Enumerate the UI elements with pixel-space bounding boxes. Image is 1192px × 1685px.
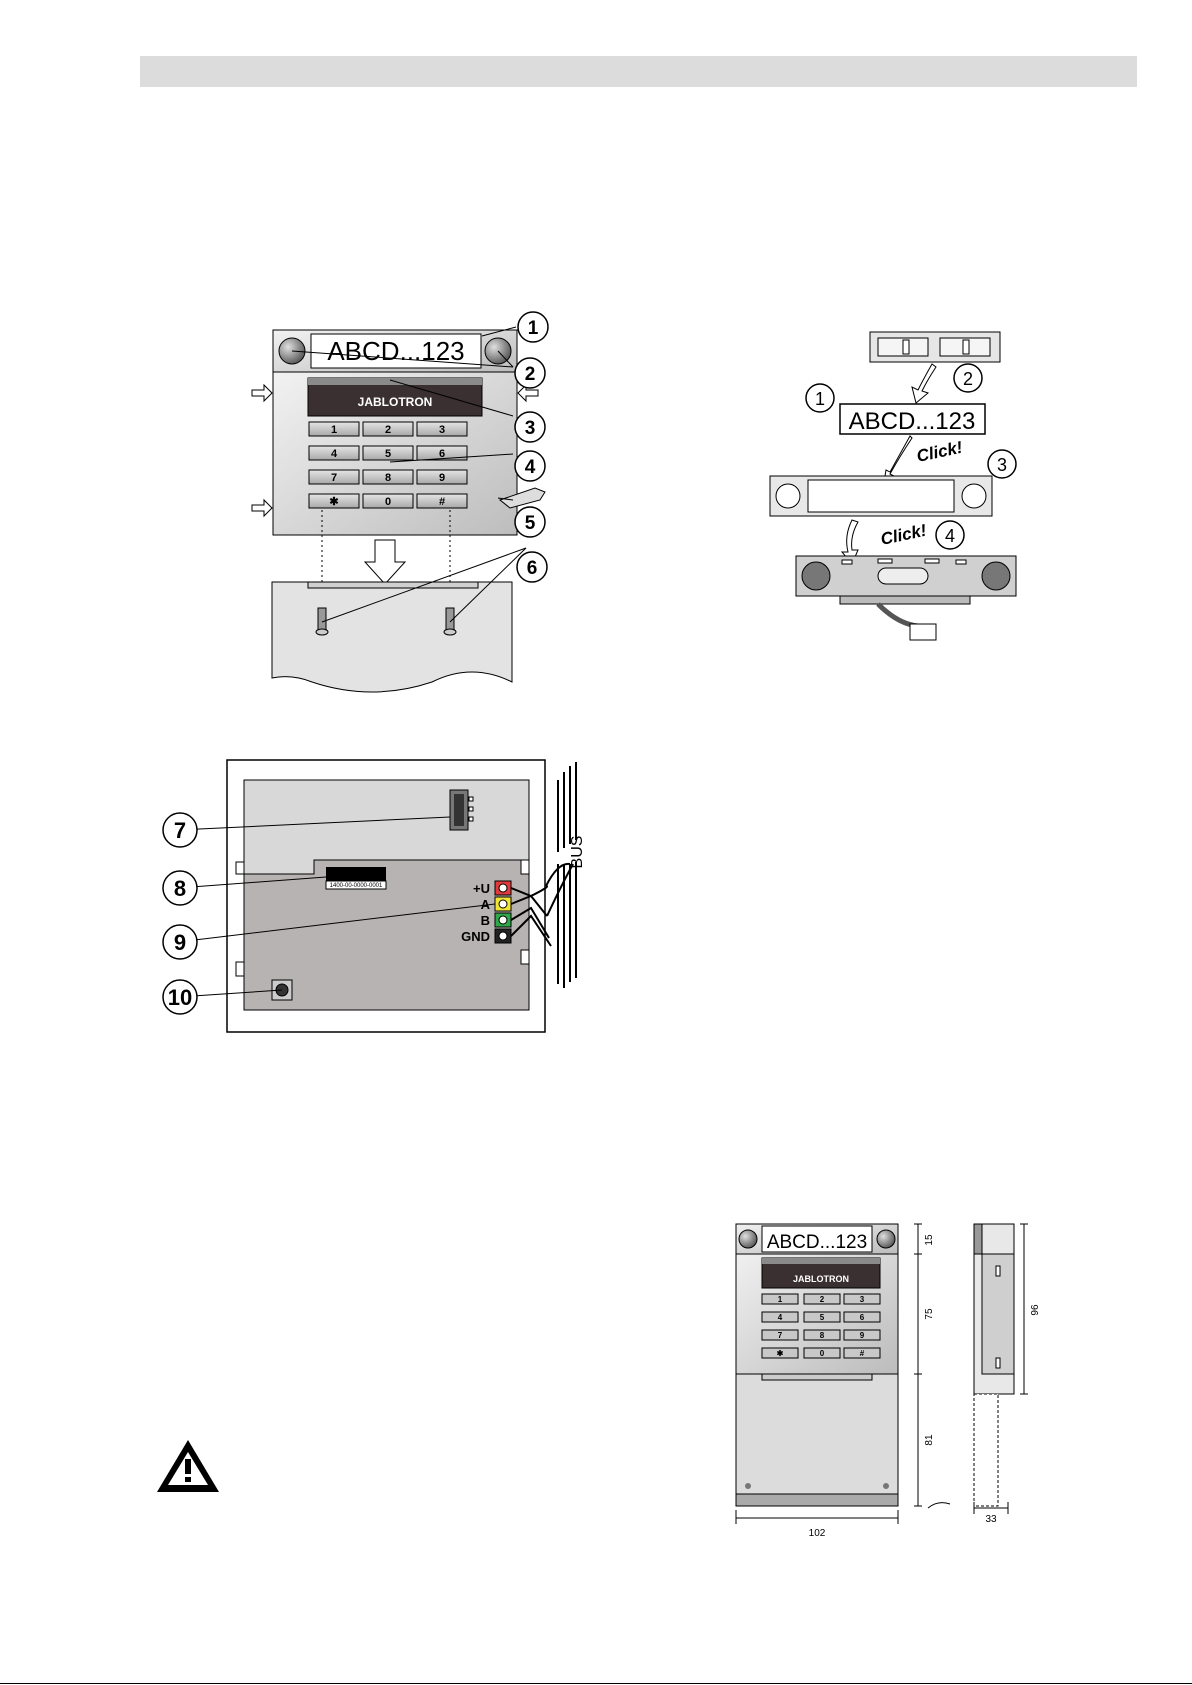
svg-text:8: 8 bbox=[820, 1331, 825, 1340]
cable-connector bbox=[910, 624, 936, 640]
svg-text:10: 10 bbox=[168, 985, 192, 1010]
brand-logo: JABLOTRON bbox=[793, 1274, 849, 1284]
svg-text:3: 3 bbox=[997, 455, 1007, 475]
label-text: ABCD...123 bbox=[767, 1232, 867, 1253]
svg-text:7: 7 bbox=[174, 818, 186, 843]
svg-text:5: 5 bbox=[525, 513, 536, 534]
arrow-right-icon bbox=[252, 500, 272, 516]
svg-text:2: 2 bbox=[963, 369, 973, 389]
dim-33-label: 33 bbox=[985, 1514, 997, 1525]
dim-96-label: 96 bbox=[1030, 1304, 1041, 1316]
svg-text:1: 1 bbox=[528, 318, 539, 339]
svg-text:0: 0 bbox=[820, 1349, 825, 1358]
header-bar bbox=[140, 56, 1137, 87]
svg-text:#: # bbox=[860, 1349, 865, 1358]
svg-text:6: 6 bbox=[527, 558, 538, 579]
svg-text:7: 7 bbox=[778, 1331, 783, 1340]
callout-2: 2 bbox=[515, 358, 545, 388]
callout-1: 1 bbox=[806, 384, 834, 412]
svg-text:4: 4 bbox=[945, 526, 955, 546]
svg-text:9: 9 bbox=[439, 472, 445, 484]
svg-text:1400-00-0000-0001: 1400-00-0000-0001 bbox=[330, 883, 383, 889]
callout-4: 4 bbox=[936, 521, 964, 549]
callout-9: 9 bbox=[163, 925, 197, 959]
label-text: ABCD...123 bbox=[849, 408, 976, 435]
serial-label bbox=[326, 867, 386, 881]
callout-7: 7 bbox=[163, 813, 197, 847]
svg-text:8: 8 bbox=[385, 472, 391, 484]
svg-text:2: 2 bbox=[525, 364, 536, 385]
arrow-right-icon bbox=[252, 385, 272, 401]
dim-width-label: 102 bbox=[809, 1528, 826, 1539]
callout-10: 10 bbox=[163, 980, 197, 1014]
dim-75-label: 75 bbox=[924, 1308, 935, 1320]
keypad-installation-figure: ABCD...123 JABLOTRON 1 2 3 4 5 6 7 8 9 ✱… bbox=[230, 300, 560, 690]
svg-text:8: 8 bbox=[174, 876, 186, 901]
svg-text:3: 3 bbox=[439, 424, 445, 436]
svg-text:6: 6 bbox=[860, 1313, 865, 1322]
label-text: ABCD...123 bbox=[327, 336, 464, 366]
bus-label: BUS bbox=[569, 836, 586, 869]
svg-text:5: 5 bbox=[820, 1313, 825, 1322]
svg-text:✱: ✱ bbox=[777, 1349, 784, 1358]
warning-icon bbox=[155, 1438, 221, 1494]
svg-text:#: # bbox=[439, 496, 445, 508]
svg-text:2: 2 bbox=[385, 424, 391, 436]
click-label-1: Click! bbox=[915, 438, 965, 466]
svg-text:1: 1 bbox=[331, 424, 337, 436]
curved-arrow-icon bbox=[912, 364, 936, 403]
dim-81-label: 81 bbox=[924, 1434, 935, 1446]
terminal-label-gnd: GND bbox=[461, 929, 490, 944]
svg-text:7: 7 bbox=[331, 472, 337, 484]
svg-text:✱: ✱ bbox=[329, 496, 338, 508]
callout-2: 2 bbox=[954, 364, 982, 392]
svg-text:4: 4 bbox=[778, 1313, 783, 1322]
click-label-2: Click! bbox=[879, 521, 929, 549]
callout-5: 5 bbox=[515, 507, 545, 537]
svg-text:2: 2 bbox=[820, 1295, 825, 1304]
callout-3: 3 bbox=[515, 412, 545, 442]
back-box bbox=[272, 582, 512, 692]
svg-text:5: 5 bbox=[385, 448, 391, 460]
module-terminals-figure: 1400-00-0000-0001 +U A B GND BUS bbox=[150, 752, 590, 1042]
callout-8: 8 bbox=[163, 871, 197, 905]
svg-text:3: 3 bbox=[525, 418, 536, 439]
arrow-down-icon bbox=[365, 540, 405, 584]
svg-text:9: 9 bbox=[860, 1331, 865, 1340]
svg-text:9: 9 bbox=[174, 930, 186, 955]
footer-rule bbox=[0, 1683, 1192, 1684]
svg-text:1: 1 bbox=[778, 1295, 783, 1304]
callout-3: 3 bbox=[988, 450, 1016, 478]
svg-text:4: 4 bbox=[331, 448, 338, 460]
callout-1: 1 bbox=[518, 312, 548, 342]
label-insertion-figure: ABCD...123 Click! Click! 1 2 3 4 bbox=[760, 320, 1030, 650]
callout-4: 4 bbox=[515, 451, 545, 481]
callout-6: 6 bbox=[517, 552, 547, 582]
brand-logo: JABLOTRON bbox=[358, 395, 433, 409]
svg-text:3: 3 bbox=[860, 1295, 865, 1304]
svg-text:0: 0 bbox=[385, 496, 391, 508]
dim-15-label: 15 bbox=[924, 1234, 935, 1246]
svg-text:4: 4 bbox=[525, 457, 536, 478]
terminal-label-b: B bbox=[481, 913, 490, 928]
svg-text:1: 1 bbox=[815, 389, 825, 409]
dimensions-figure: ABCD...123 JABLOTRON 1 2 3 4 5 6 7 8 9 ✱ 0 # bbox=[728, 1218, 1058, 1553]
terminal-label-u: +U bbox=[473, 881, 490, 896]
